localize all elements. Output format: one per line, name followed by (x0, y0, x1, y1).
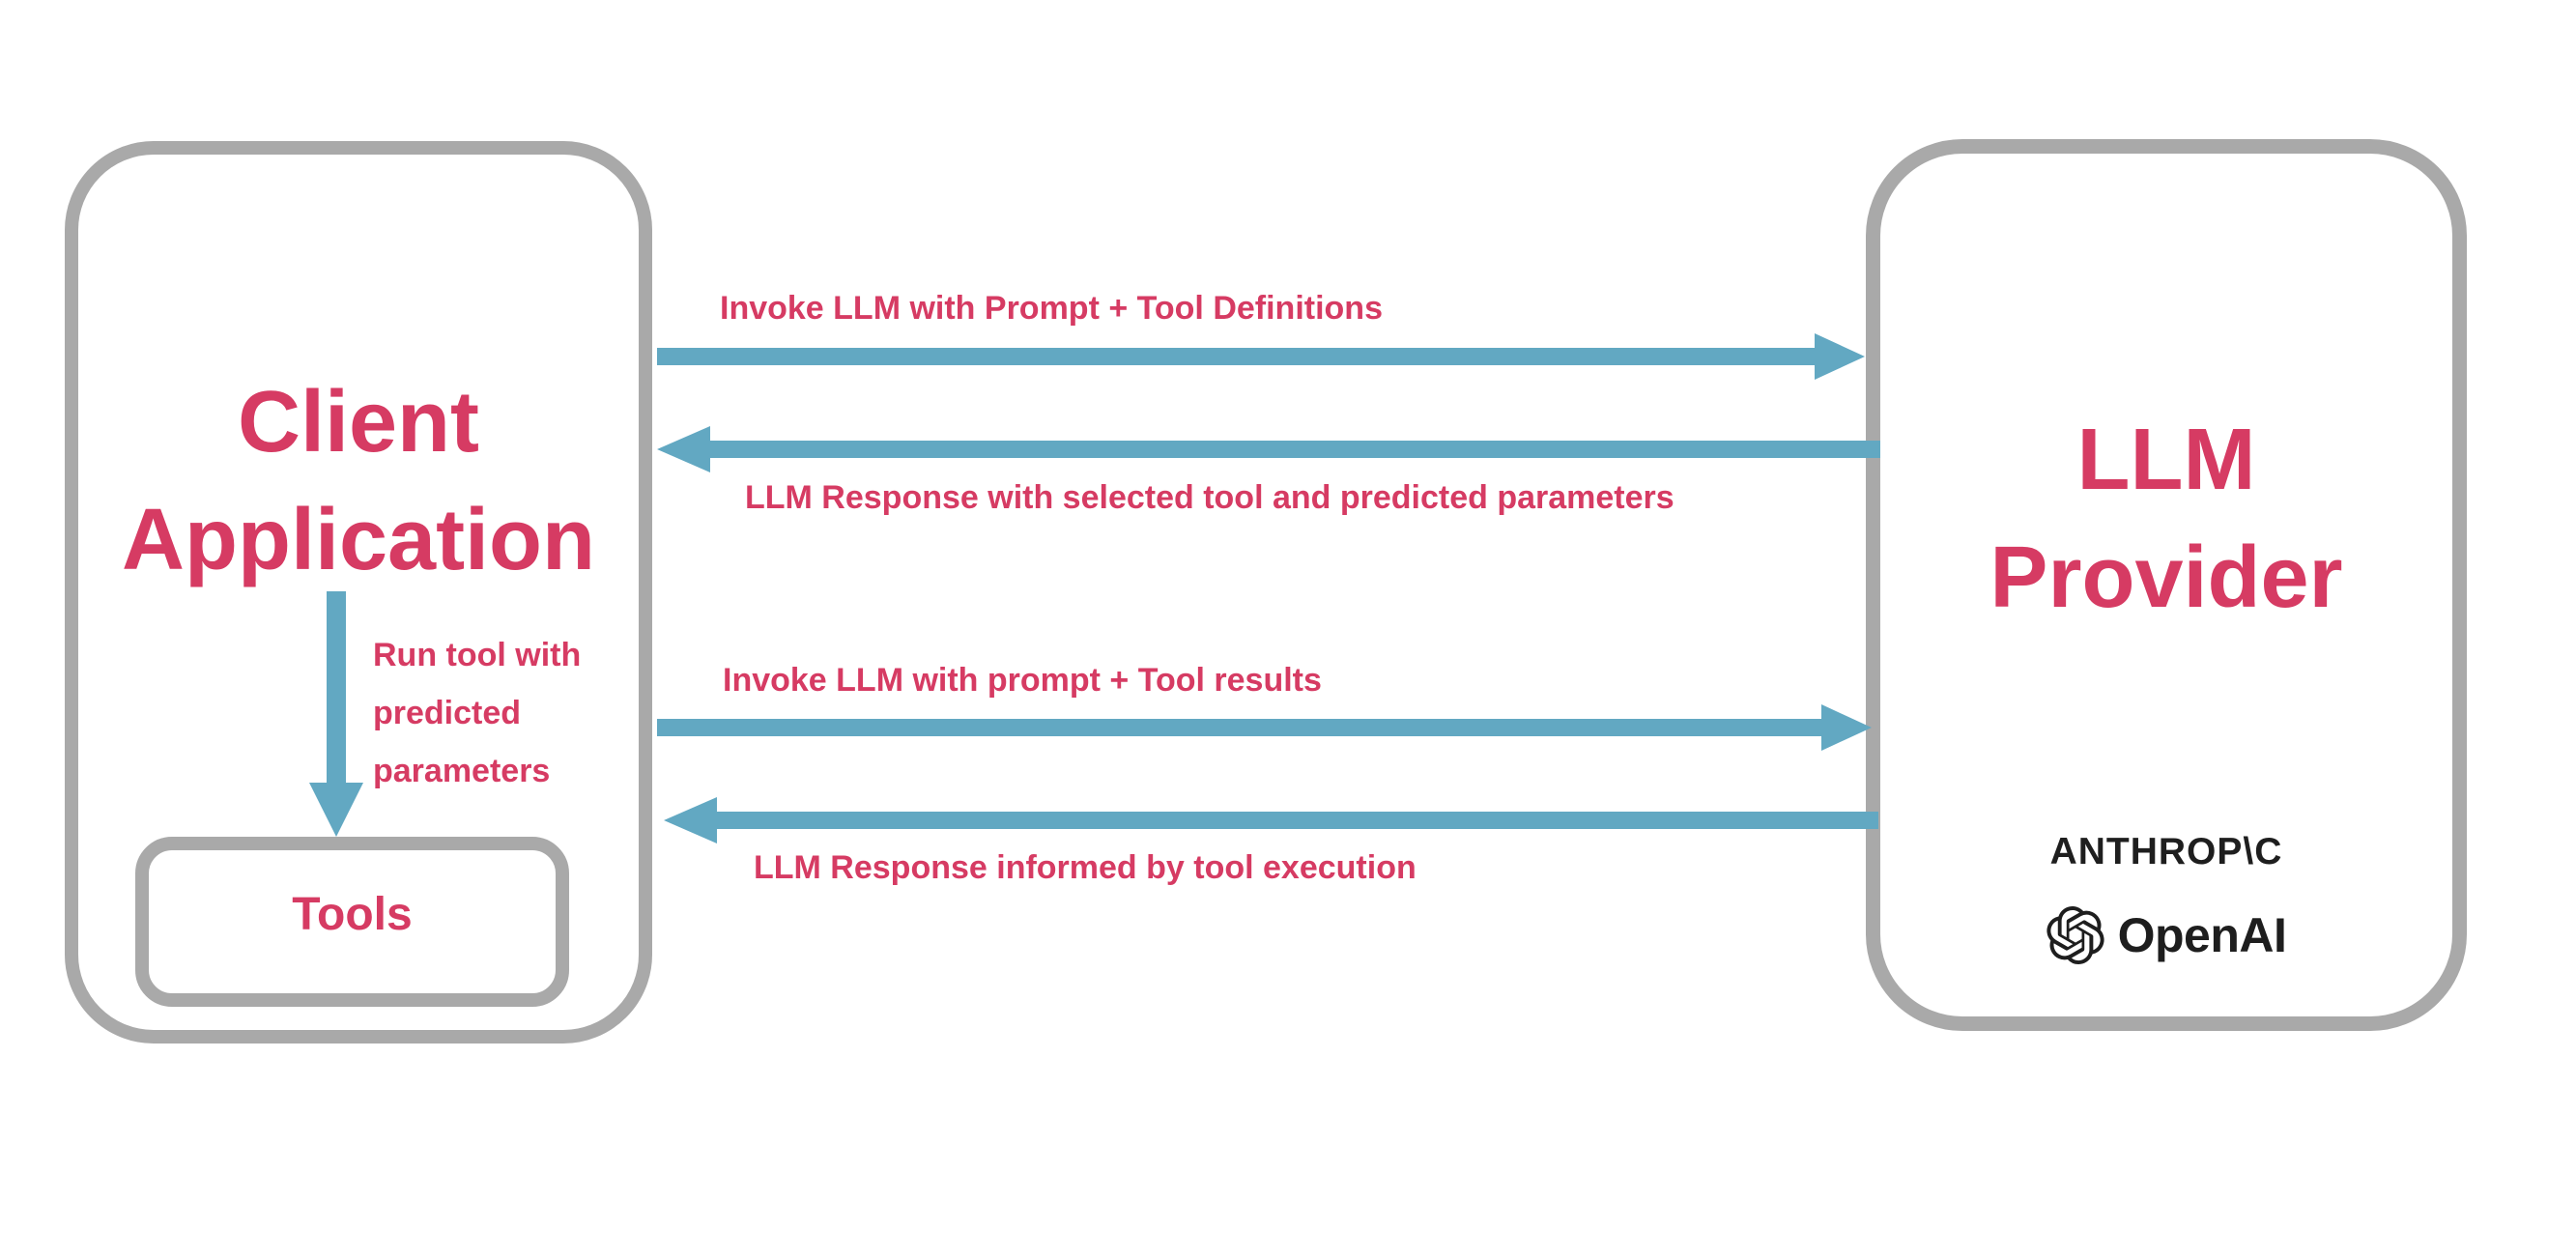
arrow-2-left-shaft (710, 441, 1880, 458)
arrow-4-left-head (664, 797, 717, 843)
run-tool-down-arrow-shaft (327, 591, 346, 785)
client-application-title: Client Application (122, 374, 595, 588)
arrow-4-label: LLM Response informed by tool execution (754, 849, 1417, 886)
arrow-1-label: Invoke LLM with Prompt + Tool Definition… (720, 290, 1383, 327)
arrow-1-right-head (1815, 333, 1865, 380)
arrow-3-label: Invoke LLM with prompt + Tool results (723, 662, 1322, 699)
arrow-1-right-shaft (657, 348, 1815, 365)
openai-logo: OpenAI (1866, 904, 2467, 966)
arrow-4-left-shaft (717, 812, 1878, 829)
openai-logo-wordmark: OpenAI (2117, 908, 2287, 962)
anthropic-logo-wordmark: ANTHROP\C (2049, 831, 2283, 872)
llm-provider-box (1866, 139, 2467, 1031)
arrow-2-left-head (657, 426, 710, 472)
arrow-3-right-shaft (657, 719, 1821, 736)
tools-box-label: Tools (292, 888, 413, 940)
openai-logo-icon (2046, 906, 2104, 964)
llm-provider-title: LLM Provider (1989, 412, 2343, 626)
run-tool-label: Run tool with predicted parameters (373, 637, 582, 789)
run-tool-down-arrow-head (309, 783, 363, 837)
arrow-2-label: LLM Response with selected tool and pred… (745, 479, 1674, 516)
tools-box (135, 837, 569, 1007)
arrow-3-right-head (1821, 704, 1872, 751)
